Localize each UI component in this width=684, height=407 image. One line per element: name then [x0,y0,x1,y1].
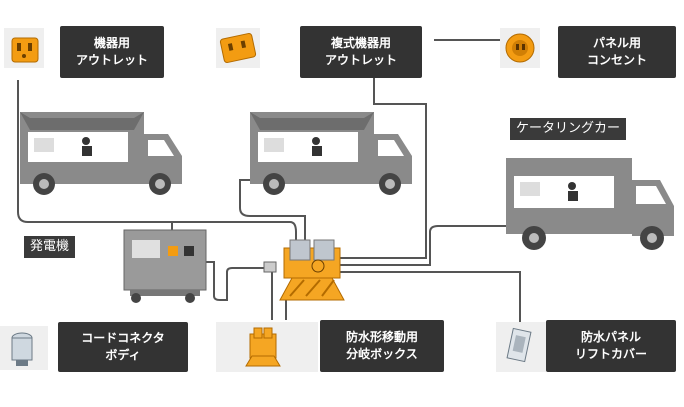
panel-outlet-label: パネル用 コンセント [558,26,676,78]
waterproof-box-label: 防水形移動用 分岐ボックス [320,320,444,372]
panel-outlet-icon [500,28,540,68]
multi-outlet-label: 複式機器用 アウトレット [300,26,422,78]
cord-connector-icon [0,326,48,370]
waterproof-box-icon [216,322,318,372]
waterproof-cover-label: 防水パネル リフトカバー [546,320,676,372]
catering-car-label: ケータリングカー [510,118,627,140]
appliance-outlet-icon [4,28,44,68]
multi-outlet-icon [216,28,260,68]
appliance-outlet-label: 機器用 アウトレット [60,26,164,78]
generator-label: 発電機 [24,236,76,258]
cord-connector-label: コードコネクタ ボディ [58,322,188,372]
lift-cover-icon [496,322,546,372]
